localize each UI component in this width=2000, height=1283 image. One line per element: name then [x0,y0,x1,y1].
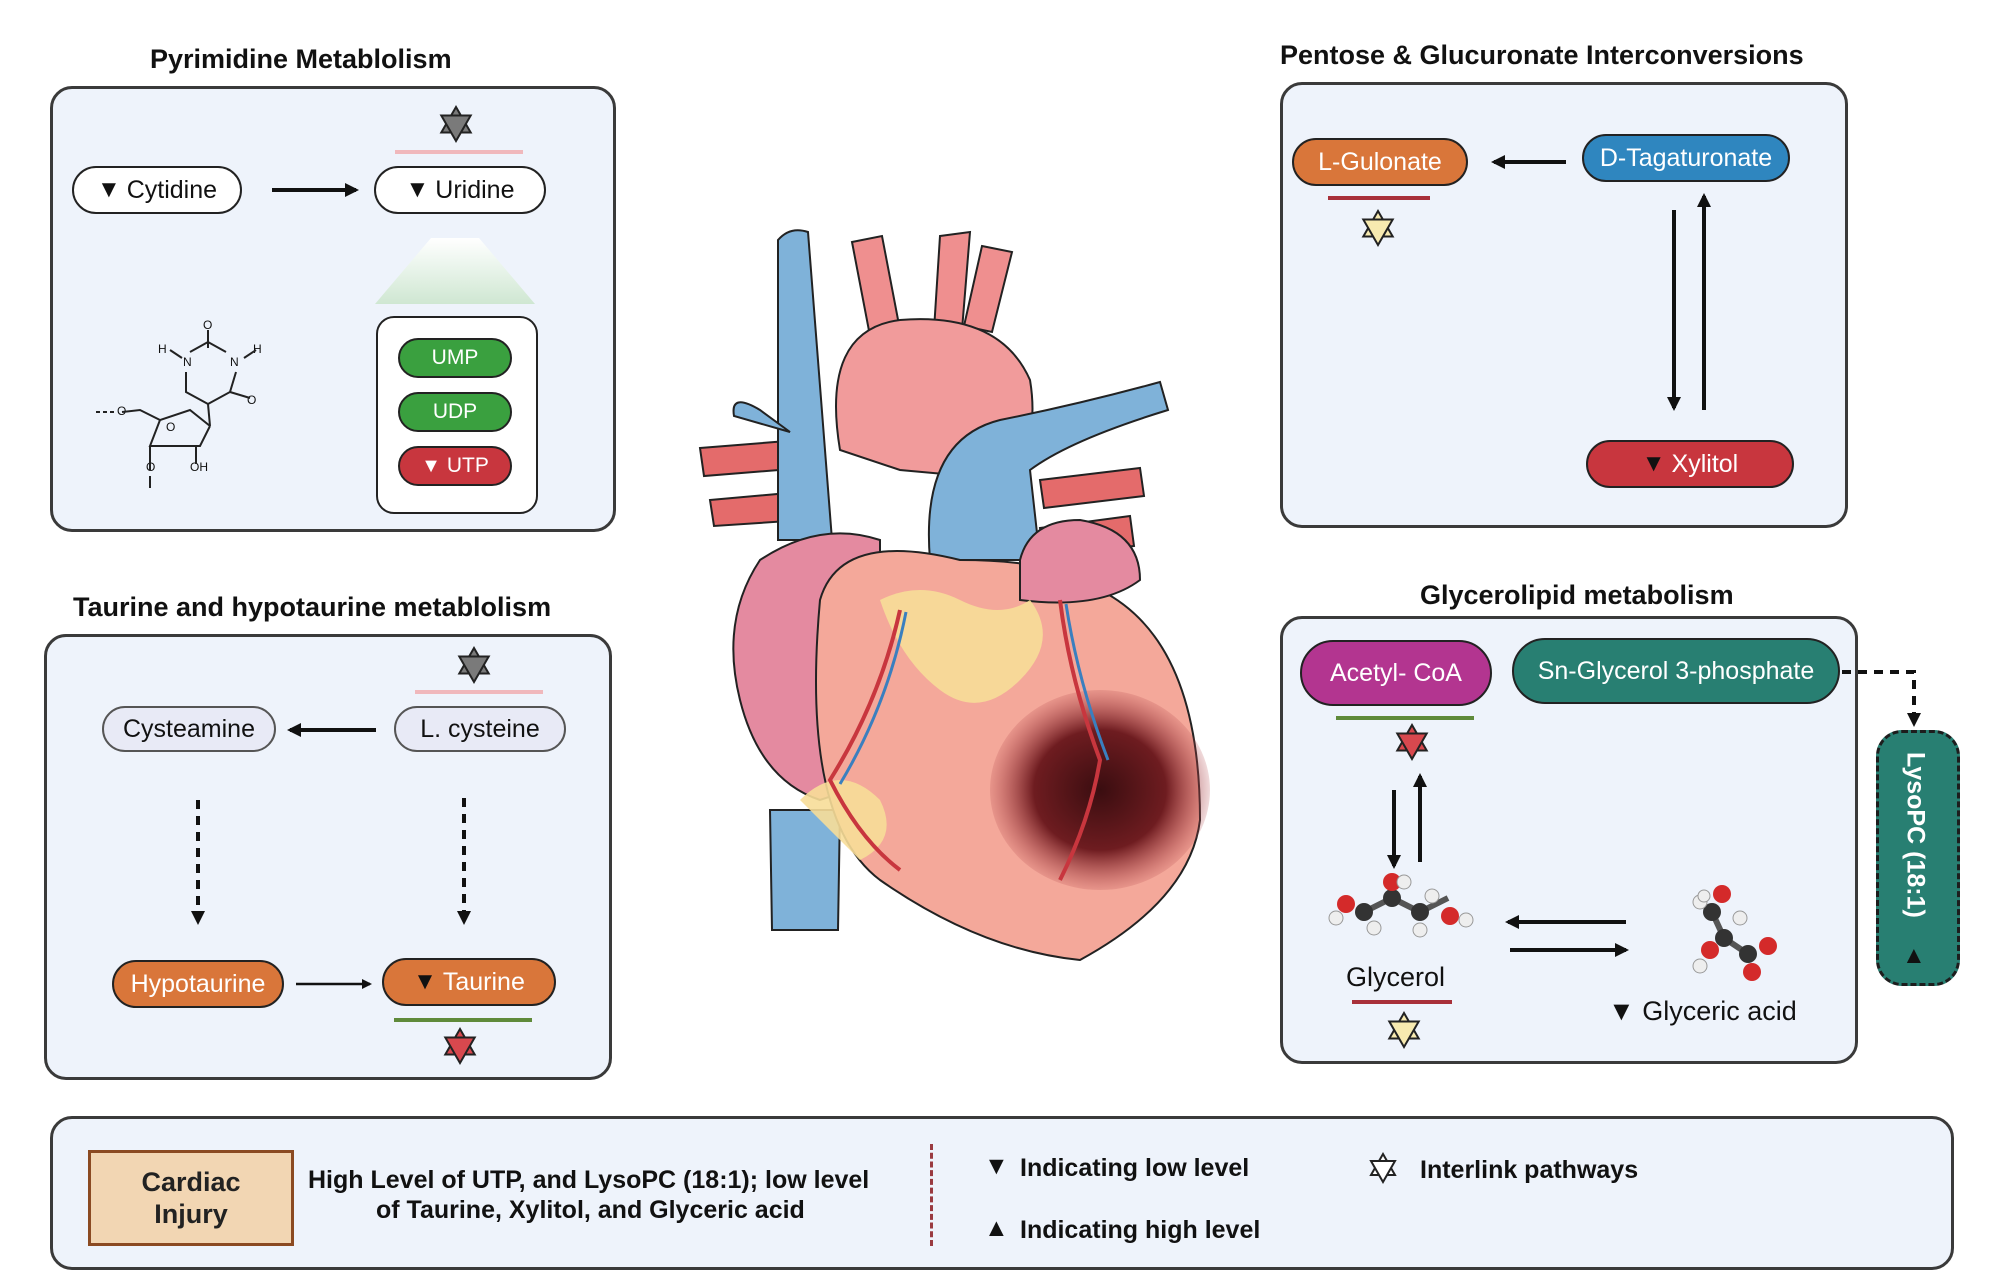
struct-label: H [253,342,262,356]
lcysteine-underline [415,690,543,694]
struct-label: N [183,355,192,369]
low-level-marker: ▼ [421,454,441,477]
uridine-label: Uridine [435,175,515,204]
acetylcoa-underline [1336,716,1474,720]
low-level-marker: ▼ [405,176,430,203]
legend-interlink-text: Interlink pathways [1420,1156,1639,1184]
xylitol-label: Xylitol [1671,449,1739,478]
low-level-marker: ▼ [1641,450,1666,477]
star-icon [439,104,473,144]
glyceric-acid-text: Glyceric acid [1642,996,1797,1026]
summary-line-1: High Level of UTP, and LysoPC (18:1); lo… [308,1166,870,1194]
cardiac-injury-text: Cardiac Injury [141,1166,241,1229]
star-icon [1387,1010,1421,1050]
glycerol-molecule-icon [1328,873,1474,938]
struct-label: N [230,355,239,369]
low-level-marker: ▼ [413,968,437,995]
snglycerol-node: Sn-Glycerol 3-phosphate [1512,638,1840,704]
struct-label: OH [190,460,208,474]
uridine-structure-icon [96,330,257,488]
cardiac-injury-box: Cardiac Injury [88,1150,294,1246]
lysopc-label: LysoPC (18:1) [1876,730,1954,940]
glyceric-acid-label: ▼ Glyceric acid [1608,996,1797,1027]
lgulonate-node: L-Gulonate [1292,138,1468,186]
low-level-marker: ▼ [96,176,121,203]
legend-star-icon [1369,1151,1397,1185]
lcysteine-node: L. cysteine [394,706,566,752]
taurine-title: Taurine and hypotaurine metablolism [73,592,552,622]
pyrimidine-title: Pyrimidine Metablolism [150,44,452,74]
glycerol-label: Glycerol [1346,962,1446,992]
uridine-underline [395,150,523,154]
xylitol-node: ▼Xylitol [1586,440,1794,488]
struct-label: H [158,342,167,356]
star-icon [457,645,491,685]
lgulonate-underline [1328,196,1430,200]
legend-low-marker: ▼ [984,1152,1009,1180]
uridine-node: ▼Uridine [374,166,546,214]
utp-label: UTP [446,454,489,477]
udp-node: UDP [398,392,512,432]
lysopc-node [1876,730,1960,986]
high-level-marker: ▲ [1902,942,1926,969]
struct-label: O [117,404,127,418]
hypotaurine-node: Hypotaurine [112,960,284,1008]
pentose-title: Pentose & Glucuronate Interconversions [1280,40,1804,70]
arrow-snglycerol-lysopc [1842,670,1921,727]
cytidine-node: ▼Cytidine [72,166,242,214]
struct-label: O [166,420,176,434]
ump-node: UMP [398,338,512,378]
dtagaturonate-node: D-Tagaturonate [1582,134,1790,182]
legend-high-text: Indicating high level [1020,1216,1261,1244]
cysteamine-node: Cysteamine [102,706,276,752]
legend-low-text: Indicating low level [1020,1154,1250,1182]
acetylcoa-node: Acetyl- CoA [1300,640,1492,706]
star-icon [1395,722,1429,762]
star-icon [1361,208,1395,248]
star-icon [443,1026,477,1066]
legend-divider [930,1144,933,1246]
heart-illustration [698,229,1210,962]
taurine-underline [394,1018,532,1022]
low-level-marker: ▼ [1608,996,1635,1026]
taurine-node: ▼Taurine [382,958,556,1006]
glycerolipid-title: Glycerolipid metabolism [1420,580,1734,610]
struct-label: O [203,318,213,332]
legend-high-marker: ▲ [984,1214,1009,1242]
taurine-label: Taurine [442,967,525,996]
summary-line-2: of Taurine, Xylitol, and Glyceric acid [376,1196,805,1224]
utp-node: ▼UTP [398,446,512,486]
lysopc-text: LysoPC (18:1) [1901,752,1930,918]
legend-panel [50,1116,1954,1270]
cytidine-label: Cytidine [126,175,218,204]
struct-label: O [247,393,257,407]
glycerol-underline [1352,1000,1452,1004]
glyceric-acid-molecule-icon [1692,885,1777,981]
